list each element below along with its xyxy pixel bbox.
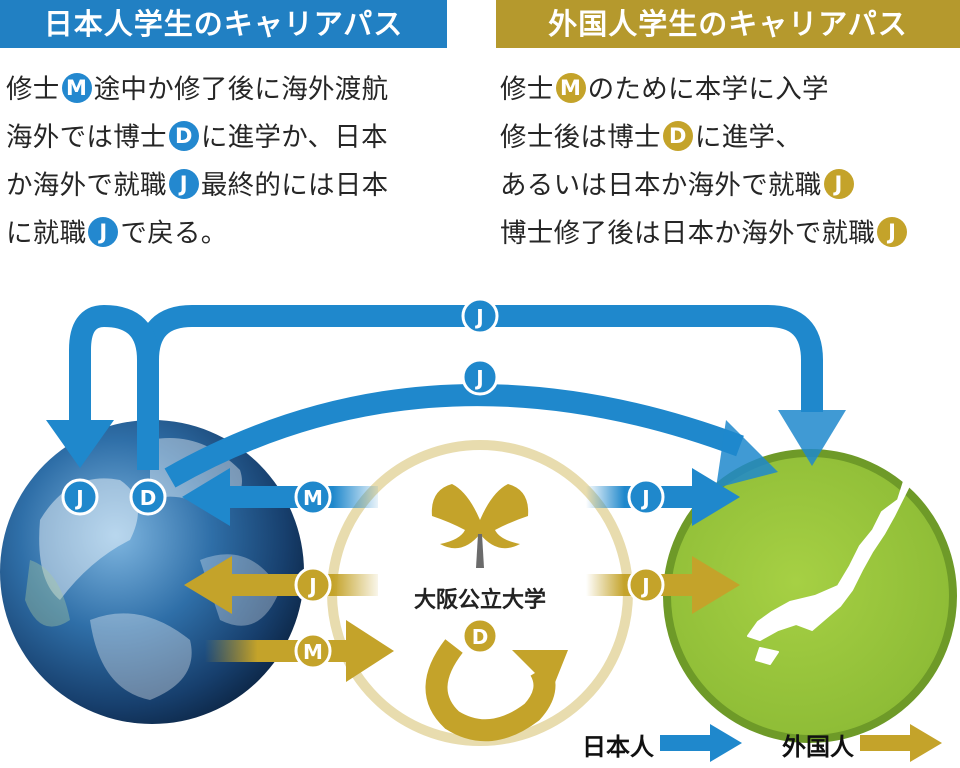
description-text: 博士修了後は日本か海外で就職 [500,218,876,249]
description-text: 途中か修了後に海外渡航 [93,74,389,105]
legend-japanese-arrow [660,724,742,762]
svg-text:J: J [74,486,83,510]
stage-badge: D [168,121,199,151]
top-arc-arrow [164,384,778,488]
d-loop-arrow [425,639,568,742]
badge-globe-right: D [129,478,167,516]
description-text: 修士 [6,74,60,105]
university-name: 大阪公立大学 [414,587,546,613]
badge-m-to-globe: M [294,478,332,516]
badge-top-arc: J [461,358,499,396]
svg-text:J: J [640,486,649,510]
badge-j-to-globe-gold: J [294,566,332,604]
stage-badge: D [662,121,693,151]
stage-badge: M [61,73,92,103]
badge-globe-left: J [61,478,99,516]
university-logo-icon [431,484,529,568]
foreign-career-title: 外国人学生のキャリアパス [496,0,960,48]
description-text: に進学、 [694,122,803,153]
stage-badge: J [877,217,908,247]
description-text: に就職 [6,218,87,249]
japanese-career-title: 日本人学生のキャリアパス [0,0,447,48]
stage-badge: J [88,217,119,247]
description-text: のために本学に入学 [587,74,829,105]
description-text: 修士 [500,74,554,105]
badge-top-loop: J [461,297,499,335]
badge-j-to-japan-gold: J [627,566,665,604]
svg-text:J: J [640,574,649,598]
description-text: あるいは日本か海外で就職 [500,170,822,201]
svg-text:M: M [303,486,323,510]
svg-text:M: M [303,640,323,664]
svg-text:J: J [474,366,483,390]
badges: J J J D M J J J M D [61,297,665,670]
stage-badge: J [823,169,854,199]
description-text: か海外で就職 [6,170,167,201]
stage-badge: J [168,169,199,199]
description-text: 修士後は博士 [500,122,661,153]
svg-text:D: D [140,486,157,510]
badge-j-to-japan-blue: J [627,478,665,516]
badge-m-from-globe: M [294,632,332,670]
description-text: 最終的には日本 [200,170,389,201]
badge-d-loop: D [461,617,499,655]
svg-text:J: J [307,574,316,598]
svg-text:J: J [474,305,483,329]
legend-foreign-label: 外国人 [782,733,854,761]
legend-foreign-arrow [860,724,942,762]
description-text: 海外では博士 [6,122,167,153]
description-text: で戻る。 [120,218,228,249]
japan-map-icon [747,439,913,665]
description-text: に進学か、日本 [200,122,388,153]
stage-badge: M [555,73,586,103]
svg-text:D: D [472,625,489,649]
legend: 日本人 外国人 [582,724,942,762]
legend-japanese-label: 日本人 [582,733,654,761]
